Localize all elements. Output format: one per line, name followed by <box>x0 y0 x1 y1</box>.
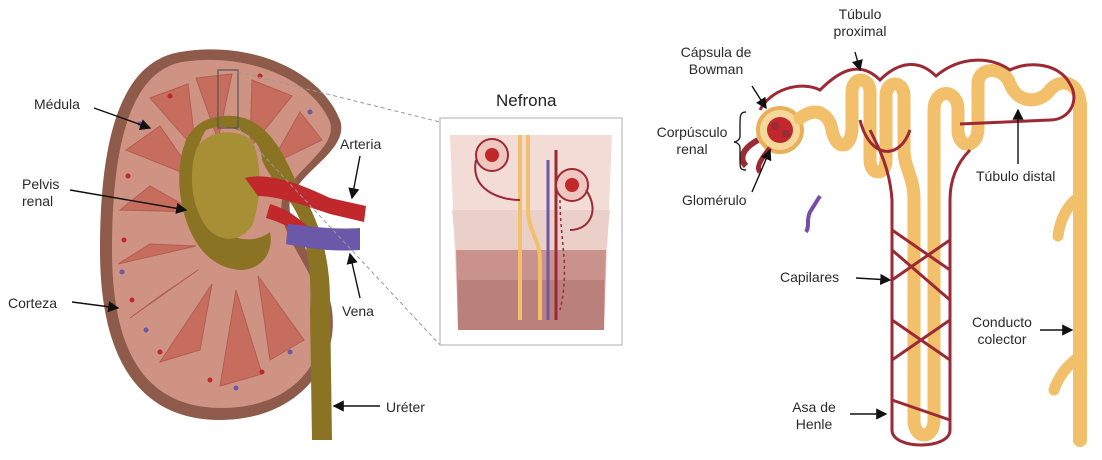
label-tubulo-distal: Túbulo distal <box>976 168 1055 185</box>
label-corpusculo-renal: Corpúsculo renal <box>650 124 734 158</box>
label-asa-henle: Asa de Henle <box>782 399 846 433</box>
label-corpusculo-line2: renal <box>650 141 734 158</box>
label-tubulo-proximal-line2: proximal <box>820 23 900 40</box>
label-capsula-line2: Bowman <box>676 61 756 78</box>
proximal-tubule <box>800 80 934 435</box>
label-tubulo-proximal-line1: Túbulo <box>820 6 900 23</box>
label-glomerulo: Glomérulo <box>682 192 747 209</box>
label-capilares: Capilares <box>780 269 839 286</box>
label-conducto-line2: colector <box>966 331 1038 348</box>
label-asa-line1: Asa de <box>782 399 846 416</box>
label-conducto-line1: Conducto <box>966 314 1038 331</box>
kidney <box>100 49 440 440</box>
label-conducto-colector: Conducto colector <box>966 314 1038 348</box>
label-capsula-line1: Cápsula de <box>676 44 756 61</box>
label-corteza: Corteza <box>8 295 57 312</box>
label-vena: Vena <box>342 303 374 320</box>
label-arteria: Arteria <box>340 136 381 153</box>
nephron-inset <box>440 118 622 345</box>
label-medula: Médula <box>34 96 80 113</box>
label-pelvis-line1: Pelvis <box>22 176 59 193</box>
label-capsula-bowman: Cápsula de Bowman <box>676 44 756 78</box>
glomerulus <box>767 117 793 143</box>
label-ureter: Uréter <box>386 399 425 416</box>
label-pelvis-line2: renal <box>22 193 59 210</box>
label-pelvis-renal: Pelvis renal <box>22 176 59 210</box>
label-corpusculo-line1: Corpúsculo <box>650 124 734 141</box>
nephron-detail <box>742 60 1080 445</box>
inset-title: Nefrona <box>496 92 556 109</box>
label-asa-line2: Henle <box>782 416 846 433</box>
label-tubulo-proximal: Túbulo proximal <box>820 6 900 40</box>
